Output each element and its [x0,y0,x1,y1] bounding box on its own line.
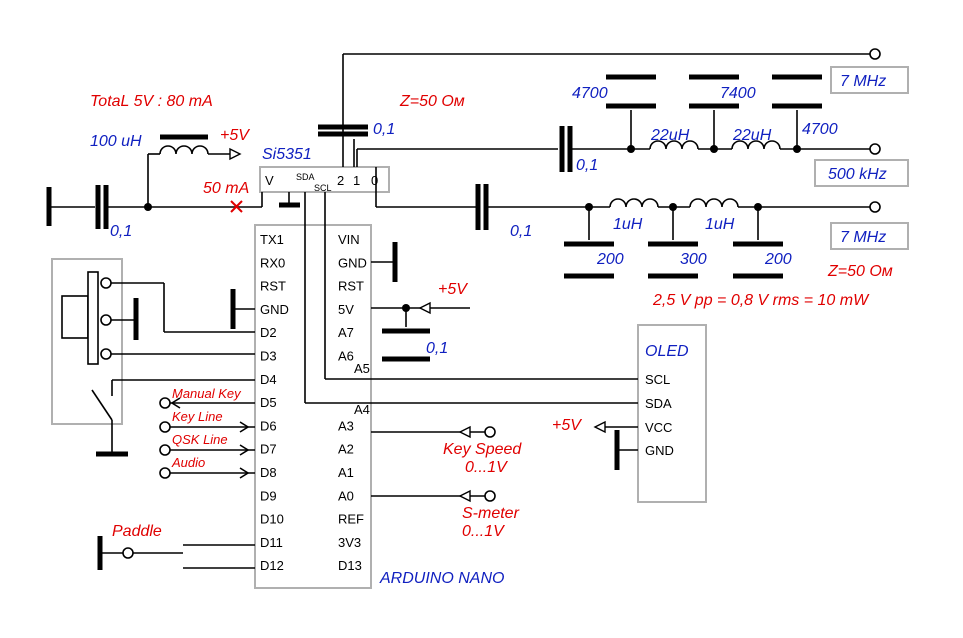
si5351-pin-0: 0 [371,173,378,188]
arduino-a4-label: A4 [354,402,370,417]
output-box-1 [830,66,909,94]
impedance-note-top: Z=50 Ом [399,93,465,110]
current-label: 50 mA [203,180,249,197]
cap-clk1-label: 0,1 [576,157,598,174]
arduino-pin-left: D11 [260,535,283,550]
lpf-500khz [559,74,870,172]
arduino-pin-right: A6 [338,349,354,364]
arduino-pin-left: D12 [260,558,284,573]
lpf-top-cap-3: 4700 [802,121,838,138]
si5351-wiring [279,53,870,404]
arduino-name: ARDUINO NANO [379,570,504,587]
si5351-pin-2: 2 [337,173,344,188]
arduino-pin-right: A1 [338,465,354,480]
si5351-pin-1: 1 [353,173,360,188]
oled-name: OLED [645,343,689,360]
paddle-connector [97,536,255,570]
arduino-pin-right: A0 [338,488,354,503]
lpf-bot-ind-2: 1uH [705,216,735,233]
smeter-label: S-meter [462,505,520,522]
oled-pin-gnd: GND [645,443,674,458]
arduino-nano-box [254,224,372,589]
arduino-pin-left: GND [260,302,289,317]
key-speed-label: Key Speed [443,441,522,458]
lpf-top-cap-2: 7400 [720,85,756,102]
paddle-label: Paddle [112,523,162,540]
lpf-top-ind-1: 22uH [650,127,690,144]
arduino-pin-right: RST [338,279,364,294]
arduino-pin-left: RST [260,279,286,294]
arduino-pin-left: D5 [260,395,277,410]
input-power-wiring [46,134,263,229]
arduino-pin-right: A7 [338,325,354,340]
digital-outputs [159,397,255,479]
arduino-pin-right: D13 [338,558,362,573]
si5351-name: Si5351 [262,146,312,163]
arduino-pin-left: D4 [260,372,277,387]
oled-wiring [593,420,638,470]
arduino-pin-left: D6 [260,418,277,433]
lpf-bot-cap-2: 300 [680,251,707,268]
arduino-pin-left: D2 [260,325,277,340]
qsk-line-label: QSK Line [172,432,228,447]
output-label-3: 7 MHz [840,229,886,246]
inductor-main-label: 100 uH [90,133,142,150]
arduino-pin-left: D3 [260,349,277,364]
si5351-pin-sda: SDA [296,172,315,182]
plus5v-label-mid: +5V [438,281,468,298]
output-box-3 [830,222,909,250]
lpf-top-cap-1: 4700 [572,85,608,102]
arduino-pin-right: 5V [338,302,354,317]
cap-clk0-label: 0,1 [510,223,532,240]
smeter-range: 0...1V [462,523,505,540]
lpf-bot-cap-3: 200 [764,251,792,268]
arduino-pin-right: A3 [338,418,354,433]
audio-label: Audio [171,455,205,470]
key-speed-range: 0...1V [465,459,508,476]
output-connectors [869,48,881,213]
arduino-pin-right: 3V3 [338,535,361,550]
arduino-pin-left: D8 [260,465,277,480]
lpf-bot-cap-1: 200 [596,251,624,268]
lpf-7mhz [475,184,870,279]
lpf-bot-ind-1: 1uH [613,216,643,233]
arduino-pin-left: D10 [260,512,284,527]
si5351-pin-v: V [265,173,274,188]
oled-pin-sda: SDA [645,396,672,411]
plus5v-label-oled: +5V [552,417,582,434]
output-power-note: 2,5 V pp = 0,8 V rms = 10 mW [652,292,870,309]
output-box-2 [814,159,909,187]
oled-pin-vcc: VCC [645,420,672,435]
key-line-label: Key Line [172,409,223,424]
total-current-note: TotaL 5V : 80 mA [90,93,213,110]
plus5v-label-top: +5V [220,127,250,144]
si5351-pin-scl: SCL [314,183,332,193]
cap-clk2-label: 0,1 [373,121,395,138]
arduino-pin-right: VIN [338,232,360,247]
arduino-pin-left: TX1 [260,232,284,247]
impedance-note-right: Z=50 Ом [827,263,893,280]
manual-key-label: Manual Key [172,386,242,401]
arduino-pin-right: A2 [338,442,354,457]
output-label-2: 500 kHz [828,166,887,183]
oled-box [637,324,707,503]
key-jack [61,271,255,457]
output-label-1: 7 MHz [840,73,886,90]
arduino-pin-left: D7 [260,442,277,457]
arduino-pin-left: RX0 [260,255,285,270]
arduino-a5-label: A5 [354,361,370,376]
lpf-top-ind-2: 22uH [732,127,772,144]
arduino-pin-right: REF [338,512,364,527]
oled-pin-scl: SCL [645,372,670,387]
arduino-right-wiring [371,242,496,503]
cap-in-label: 0,1 [110,223,132,240]
cap-5v-label: 0,1 [426,340,448,357]
arduino-pin-left: D9 [260,488,277,503]
arduino-pin-right: GND [338,255,367,270]
